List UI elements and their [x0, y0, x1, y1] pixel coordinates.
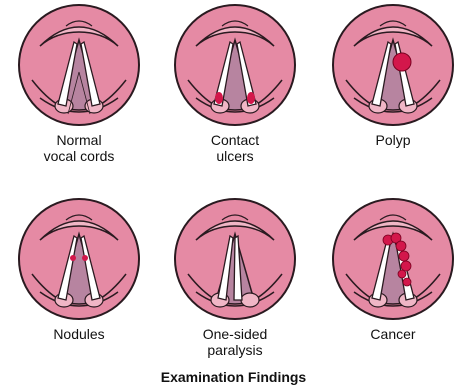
larynx-illustration-polyp — [330, 2, 456, 128]
ulcer-right — [247, 92, 255, 104]
figure-title: Examination Findings — [0, 369, 467, 385]
larynx-illustration-paralysis — [172, 196, 298, 322]
caption-cancer: Cancer — [328, 326, 458, 342]
panel-normal-vocal-cords: Normal vocal cords — [14, 2, 144, 164]
caption-normal: Normal vocal cords — [14, 132, 144, 164]
panel-contact-ulcers: Contact ulcers — [170, 2, 300, 164]
panel-cancer: Cancer — [328, 196, 458, 342]
panel-polyp: Polyp — [328, 2, 458, 148]
panel-nodules: Nodules — [14, 196, 144, 342]
panel-one-sided-paralysis: One-sided paralysis — [170, 196, 300, 358]
larynx-illustration-contact-ulcers — [172, 2, 298, 128]
larynx-illustration-normal — [16, 2, 142, 128]
larynx-illustration-cancer — [330, 196, 456, 322]
caption-nodules: Nodules — [14, 326, 144, 342]
larynx-illustration-nodules — [16, 196, 142, 322]
caption-paralysis: One-sided paralysis — [170, 326, 300, 358]
caption-polyp: Polyp — [328, 132, 458, 148]
nodule-right — [82, 255, 88, 261]
polyp-lesion — [393, 53, 411, 71]
caption-contact-ulcers: Contact ulcers — [170, 132, 300, 164]
nodule-left — [70, 255, 76, 261]
ulcer-left — [215, 92, 223, 104]
